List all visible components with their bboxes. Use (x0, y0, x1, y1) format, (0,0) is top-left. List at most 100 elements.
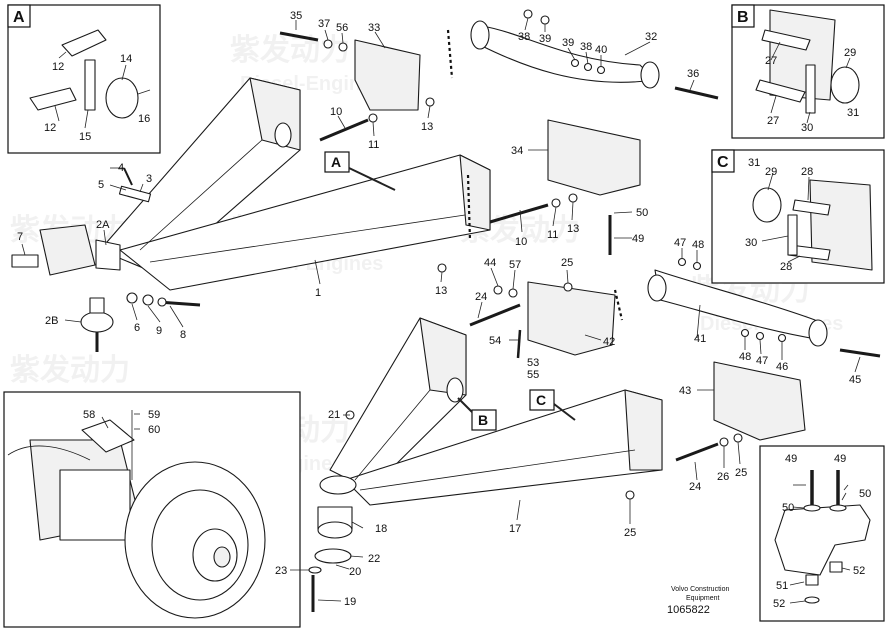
callout-26: 26 (717, 471, 729, 483)
callout-23: 23 (275, 565, 287, 577)
detail-box-a: A (7, 4, 161, 154)
callout-31-b: 31 (748, 157, 760, 169)
callout-6: 6 (134, 322, 140, 334)
callout-12-a: 12 (52, 61, 64, 73)
callout-20: 20 (349, 566, 361, 578)
callout-49-a: 49 (632, 233, 644, 245)
callout-42: 42 (603, 336, 615, 348)
callout-1: 1 (315, 287, 321, 299)
brackets-and-links (354, 20, 828, 441)
bracket-34 (547, 119, 641, 196)
detail-box-a-letter: A (13, 9, 25, 26)
callout-19: 19 (344, 596, 356, 608)
callout-3: 3 (146, 173, 152, 185)
callout-24-b: 24 (689, 481, 701, 493)
callout-39-a: 39 (539, 33, 551, 45)
callout-50-b: 50 (782, 502, 794, 514)
callout-21: 21 (328, 409, 340, 421)
callout-13-a: 13 (421, 121, 433, 133)
callout-41: 41 (694, 333, 706, 345)
callout-22: 22 (368, 553, 380, 565)
callout-4: 4 (118, 162, 124, 174)
callout-31-a: 31 (847, 107, 859, 119)
callout-30-b: 30 (745, 237, 757, 249)
callout-28-b: 28 (780, 261, 792, 273)
callout-17: 17 (509, 523, 521, 535)
callout-47-a: 47 (674, 237, 686, 249)
detail-box-b-letter: B (737, 9, 749, 26)
leader-lines (21, 17, 861, 604)
callout-56: 56 (336, 22, 348, 34)
callout-50-a: 50 (636, 207, 648, 219)
callout-13-b: 13 (567, 223, 579, 235)
upper-a-frame (95, 77, 491, 291)
callout-32: 32 (645, 31, 657, 43)
callout-12-b: 12 (44, 122, 56, 134)
callout-55: 55 (527, 369, 539, 381)
callout-5: 5 (98, 179, 104, 191)
callout-60: 60 (148, 424, 160, 436)
callout-28-a: 28 (801, 166, 813, 178)
callout-8: 8 (180, 329, 186, 341)
callout-58: 58 (83, 409, 95, 421)
lower-a-frame (329, 317, 663, 506)
callout-2a: 2A (96, 219, 110, 231)
watermark-cn-1: 紫发动力 (230, 34, 350, 67)
callout-18: 18 (375, 523, 387, 535)
callout-45: 45 (849, 374, 861, 386)
callout-57: 57 (509, 259, 521, 271)
drawing-footer: Volvo Construction Equipment 1065822 (667, 586, 729, 616)
callout-30-a: 30 (801, 122, 813, 134)
callout-11-b: 11 (547, 229, 558, 241)
detail-box-c-letter: C (717, 154, 729, 171)
bracket-43 (713, 361, 806, 441)
footer-company-line1: Volvo Construction (671, 586, 729, 593)
view-tag-c: C (536, 392, 546, 408)
callout-16: 16 (138, 113, 150, 125)
callout-51: 51 (776, 580, 788, 592)
callout-50-c: 50 (859, 488, 871, 500)
callout-48-a: 48 (692, 239, 704, 251)
callout-25-b: 25 (735, 467, 747, 479)
footer-doc-number: 1065822 (667, 604, 710, 616)
callout-34: 34 (511, 145, 523, 157)
callout-40: 40 (595, 44, 607, 56)
callout-59: 59 (148, 409, 160, 421)
callout-13-c: 13 (435, 285, 447, 297)
bracket-42 (527, 281, 616, 356)
callout-38-b: 38 (580, 41, 592, 53)
bracket-33 (354, 39, 421, 111)
callout-53: 53 (527, 357, 539, 369)
callout-labels: 35 37 56 33 38 39 39 38 40 32 36 10 11 1… (17, 10, 871, 610)
callout-47-b: 47 (756, 355, 768, 367)
callout-11-a: 11 (368, 139, 379, 151)
detail-box-bolt-assembly (759, 445, 885, 622)
callout-52-a: 52 (853, 565, 865, 577)
callout-25-c: 25 (624, 527, 636, 539)
callout-38-a: 38 (518, 31, 530, 43)
callout-36: 36 (687, 68, 699, 80)
detail-box-c: C (711, 149, 885, 284)
callout-39-b: 39 (562, 37, 574, 49)
watermark-cn-6: 紫发动力 (10, 354, 130, 387)
callout-54: 54 (489, 335, 501, 347)
callout-29-b: 29 (765, 166, 777, 178)
callout-14: 14 (120, 53, 132, 65)
detail-axle-hub (3, 391, 301, 628)
callout-10-a: 10 (330, 106, 342, 118)
callout-24-a: 24 (475, 291, 487, 303)
footer-company-line2: Equipment (686, 595, 720, 602)
callout-35: 35 (290, 10, 302, 22)
callout-52-b: 52 (773, 598, 785, 610)
callout-29-a: 29 (844, 47, 856, 59)
callout-33: 33 (368, 22, 380, 34)
callout-43: 43 (679, 385, 691, 397)
callout-7: 7 (17, 231, 23, 243)
callout-25-a: 25 (561, 257, 573, 269)
view-tag-a: A (331, 154, 341, 170)
callout-10-b: 10 (515, 236, 527, 248)
view-tags: A B C (324, 151, 576, 431)
callout-27-a: 27 (765, 55, 777, 67)
callout-2b: 2B (45, 315, 58, 327)
